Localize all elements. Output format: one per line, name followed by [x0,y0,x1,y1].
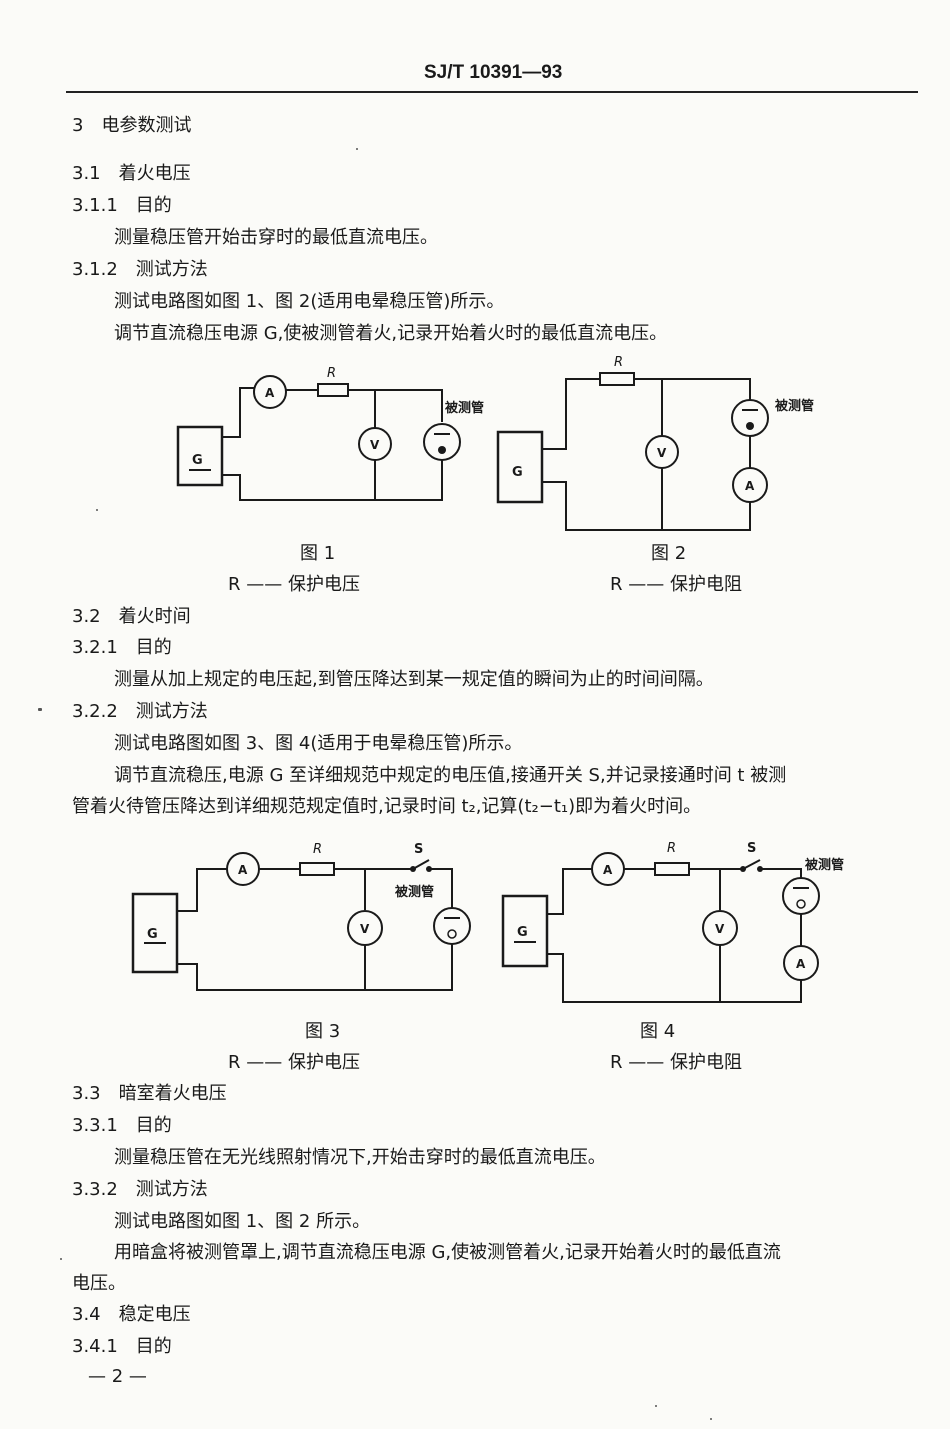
document-id: SJ/T 10391—93 [424,62,563,83]
source-label: G [147,927,158,942]
scan-speck [710,1418,712,1420]
switch [742,859,761,870]
resistor [299,862,335,876]
switch-label: S [747,841,756,856]
scan-speck [38,708,42,711]
svg-text:V: V [370,438,380,452]
figure-1-caption: 图 1 [300,543,336,564]
svg-text:V: V [715,922,725,936]
resistor [599,372,635,386]
scan-speck [655,1405,657,1407]
section-3-2-heading: 3.2 着火时间 [72,606,191,627]
resistor-label: R [327,366,336,381]
scan-speck [96,509,98,511]
resistor-label: R [614,355,623,370]
section-3-2-1-text: 测量从加上规定的电压起,到管压降达到某一规定值的瞬间为止的时间间隔。 [114,669,714,690]
svg-text:A: A [265,386,275,400]
svg-text:A: A [796,957,806,971]
tube-label: 被测管 [774,398,814,414]
tube-label: 被测管 [444,400,484,416]
resistor [654,862,690,876]
figure-1-legend: R —— 保护电压 [228,574,360,595]
scan-speck [60,1258,62,1260]
source-label: G [512,465,523,480]
tube-label: 被测管 [804,857,844,873]
section-3-2-2-heading: 3.2.2 测试方法 [72,701,208,722]
svg-text:A: A [238,863,248,877]
section-3-1-2-text-1: 测试电路图如图 1、图 2(适用电晕稳压管)所示。 [114,291,505,312]
figure-4-circuit: G A R S 被测管 V A [501,841,844,1003]
section-3-1-2-heading: 3.1.2 测试方法 [72,259,208,280]
tube-label: 被测管 [394,884,434,900]
device-under-test [731,399,769,437]
figure-2-circuit: G R V 被测管 A [496,355,814,531]
figure-4-legend: R —— 保护电阻 [610,1052,742,1073]
figure-1-circuit: G A R V 被测管 [176,366,484,501]
scan-speck [356,148,358,150]
section-3-3-1-heading: 3.3.1 目的 [72,1115,172,1136]
source-label: G [517,925,528,940]
section-3-4-1-heading: 3.4.1 目的 [72,1336,172,1357]
ammeter [253,375,287,409]
header-rule [66,91,918,93]
section-3-3-2-text-2b: 电压。 [72,1273,126,1294]
figure-3-legend: R —— 保护电压 [228,1052,360,1073]
section-3-1-1-heading: 3.1.1 目的 [72,195,172,216]
svg-text:V: V [657,446,667,460]
section-3-2-1-heading: 3.2.1 目的 [72,637,172,658]
svg-text:A: A [745,479,755,493]
section-3-3-heading: 3.3 暗室着火电压 [72,1083,227,1104]
section-3-3-2-text-1: 测试电路图如图 1、图 2 所示。 [114,1211,371,1232]
section-3-2-2-text-2b: 管着火待管压降达到详细规范规定值时,记录时间 t₂,记算(t₂−t₁)即为着火时… [72,796,702,817]
resistor-label: R [313,842,322,857]
figure-2-legend: R —— 保护电阻 [610,574,742,595]
device-under-test [423,423,461,461]
section-3-4-heading: 3.4 稳定电压 [72,1304,191,1325]
section-3-2-2-text-2a: 调节直流稳压,电源 G 至详细规范中规定的电压值,接通开关 S,并记录接通时间 … [114,765,787,786]
section-3-2-2-text-1: 测试电路图如图 3、图 4(适用于电晕稳压管)所示。 [114,733,523,754]
switch [412,859,430,870]
switch-label: S [414,842,423,857]
figure-3-caption: 图 3 [305,1021,341,1042]
section-3-1-2-text-2: 调节直流稳压电源 G,使被测管着火,记录开始着火时的最低直流电压。 [114,323,668,344]
resistor-label: R [667,841,676,856]
page-number: — 2 — [88,1366,147,1387]
resistor [317,383,349,397]
figure-2-caption: 图 2 [651,543,687,564]
section-3-1-heading: 3.1 着火电压 [72,163,191,184]
figure-3-circuit: G A R S V 被测管 [131,842,471,991]
source-label: G [192,453,203,468]
section-3-3-2-heading: 3.3.2 测试方法 [72,1179,208,1200]
section-3-3-1-text: 测量稳压管在无光线照射情况下,开始击穿时的最低直流电压。 [114,1147,606,1168]
svg-text:A: A [603,863,613,877]
figure-4-caption: 图 4 [640,1021,676,1042]
section-3-1-1-text: 测量稳压管开始击穿时的最低直流电压。 [114,227,438,248]
section-3-3-2-text-2a: 用暗盒将被测管罩上,调节直流稳压电源 G,使被测管着火,记录开始着火时的最低直流 [114,1242,781,1263]
section-3-heading: 3 电参数测试 [72,115,192,136]
svg-text:V: V [360,922,370,936]
